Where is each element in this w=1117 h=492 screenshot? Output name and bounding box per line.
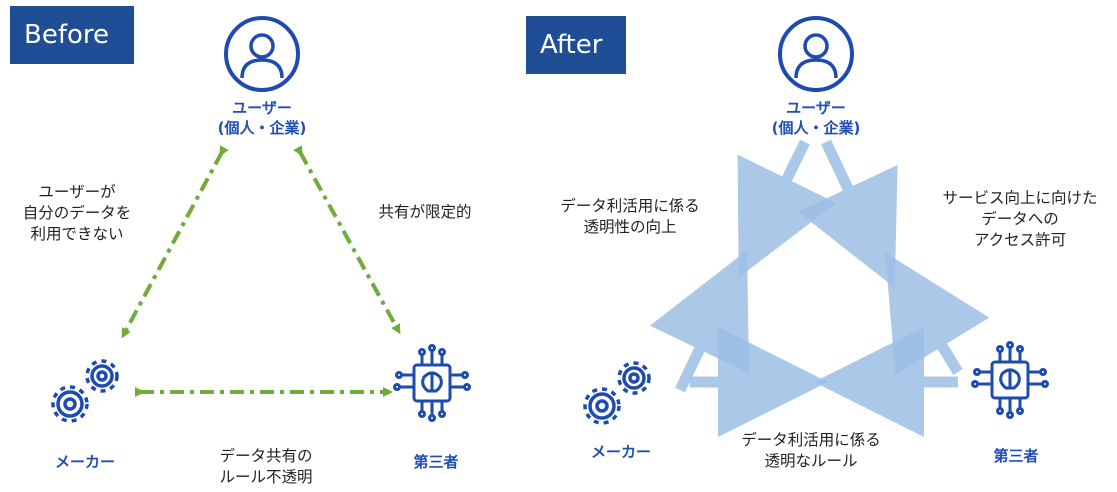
- before-diagram: [51, 16, 471, 423]
- gears-icon: [583, 361, 651, 425]
- gears-icon: [51, 359, 119, 423]
- arrow-user-to-right: [798, 139, 898, 288]
- arrow-user-maker: [121, 145, 229, 339]
- after-diagram: [583, 16, 1049, 437]
- edge-label-user-third-party: サービス向上に向けた データへの アクセス許可: [942, 189, 1098, 249]
- third-party-label: 第三者: [413, 453, 459, 471]
- arrow-user-third-party: [293, 145, 401, 335]
- edge-label-user-third-party: 共有が限定的: [378, 203, 472, 221]
- third-party-label: 第三者: [993, 447, 1039, 465]
- arrow-maker-up: [649, 250, 750, 393]
- ai-chip-icon: [393, 344, 471, 422]
- maker-label: メーカー: [54, 453, 115, 471]
- user-label: ユーザー (個人・企業): [217, 99, 307, 137]
- edge-label-maker-third-party: データ利活用に係る 透明なルール: [741, 431, 881, 470]
- edge-label-user-maker: ユーザーが 自分のデータを 利用できない: [22, 183, 132, 243]
- user-icon: [778, 16, 854, 92]
- arrow-user-to-left: [737, 139, 837, 278]
- ai-chip-icon: [971, 341, 1049, 419]
- edge-label-user-maker: データ利活用に係る 透明性の向上: [560, 197, 700, 236]
- before-panel: Before ユーザー (個人・企業) ユーザーが 自分のデータを 利用できない…: [0, 0, 540, 492]
- user-label: ユーザー (個人・企業): [771, 99, 861, 137]
- before-title: Before: [10, 6, 134, 64]
- edge-label-maker-third-party: データ共有の ルール不透明: [219, 447, 313, 486]
- arrow-third-party-up: [885, 252, 990, 375]
- user-icon: [224, 16, 300, 92]
- after-panel: After ユーザー (個人・企業) データ利活用に係る 透明性の向上 サービス…: [526, 0, 1117, 492]
- maker-label: メーカー: [590, 443, 651, 461]
- after-title: After: [526, 16, 626, 74]
